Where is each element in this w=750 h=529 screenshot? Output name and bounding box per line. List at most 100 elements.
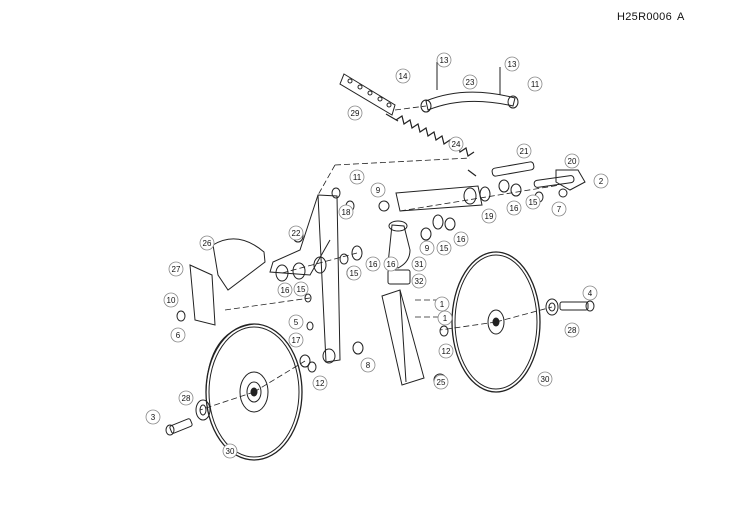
spring-arm: [420, 62, 519, 113]
scraper: [189, 238, 266, 326]
callout-label: 14: [399, 72, 408, 81]
callout-label: 32: [415, 277, 424, 286]
callout-label: 20: [568, 157, 577, 166]
callout-label: 11: [353, 173, 362, 182]
callout-label: 29: [351, 109, 360, 118]
callout-16: 16: [277, 282, 293, 298]
callout-label: 8: [366, 361, 371, 370]
callout-9: 9: [419, 240, 435, 256]
callout-4: 4: [582, 285, 598, 301]
disc-right: [451, 251, 541, 393]
axle-bracket: [395, 161, 586, 212]
callout-5: 5: [288, 314, 304, 330]
callout-16: 16: [365, 256, 381, 272]
callout-30: 30: [537, 371, 553, 387]
callout-13: 13: [436, 52, 452, 68]
callout-label: 24: [452, 140, 461, 149]
callout-3: 3: [145, 409, 161, 425]
callout-label: 1: [443, 314, 448, 323]
callout-1: 1: [434, 296, 450, 312]
callout-1: 1: [437, 310, 453, 326]
callout-11: 11: [349, 169, 365, 185]
callout-12: 12: [312, 375, 328, 391]
callout-2: 2: [593, 173, 609, 189]
seed-tube: [381, 220, 425, 386]
callout-23: 23: [462, 74, 478, 90]
callout-label: 27: [172, 265, 181, 274]
callout-label: 7: [557, 205, 562, 214]
callout-26: 26: [199, 235, 215, 251]
callout-16: 16: [453, 231, 469, 247]
callout-label: 10: [167, 296, 176, 305]
callout-label: 15: [440, 244, 449, 253]
callout-label: 15: [529, 198, 538, 207]
callout-label: 23: [466, 78, 475, 87]
callout-32: 32: [411, 273, 427, 289]
callout-12: 12: [438, 343, 454, 359]
callout-label: 19: [485, 212, 494, 221]
callout-10: 10: [163, 292, 179, 308]
callout-label: 15: [297, 285, 306, 294]
callout-20: 20: [564, 153, 580, 169]
callout-28: 28: [178, 390, 194, 406]
callout-label: 16: [510, 204, 519, 213]
callout-label: 17: [292, 336, 301, 345]
callout-label: 9: [425, 244, 430, 253]
callout-22: 22: [288, 225, 304, 241]
callout-label: 16: [281, 286, 290, 295]
callout-label: 25: [437, 378, 446, 387]
callout-label: 13: [508, 60, 517, 69]
callout-15: 15: [436, 240, 452, 256]
adjuster-plate: [339, 73, 396, 116]
drawing-code: H25R0006: [617, 11, 672, 23]
callout-15: 15: [293, 281, 309, 297]
callout-label: 16: [369, 260, 378, 269]
callout-label: 12: [442, 347, 451, 356]
callout-14: 14: [395, 68, 411, 84]
callout-30: 30: [222, 443, 238, 459]
callout-label: 16: [387, 260, 396, 269]
callout-label: 16: [457, 235, 466, 244]
callout-label: 15: [350, 269, 359, 278]
callout-17: 17: [288, 332, 304, 348]
callout-label: 4: [588, 289, 593, 298]
callout-27: 27: [168, 261, 184, 277]
hub-left: [165, 399, 211, 436]
spring: [385, 113, 477, 177]
callout-31: 31: [411, 256, 427, 272]
callout-label: 18: [342, 208, 351, 217]
callout-9: 9: [370, 182, 386, 198]
callout-label: 12: [316, 379, 325, 388]
callout-label: 1: [440, 300, 445, 309]
callout-label: 31: [415, 260, 424, 269]
callout-15: 15: [346, 265, 362, 281]
callout-label: 28: [568, 326, 577, 335]
callout-16: 16: [506, 200, 522, 216]
drawing-revision: A: [677, 11, 685, 23]
callout-15: 15: [525, 194, 541, 210]
callout-25: 25: [433, 374, 449, 390]
callout-label: 6: [176, 331, 181, 340]
callout-label: 28: [182, 394, 191, 403]
callout-24: 24: [448, 136, 464, 152]
callout-28: 28: [564, 322, 580, 338]
callout-7: 7: [551, 201, 567, 217]
callout-label: 2: [599, 177, 604, 186]
callout-21: 21: [516, 143, 532, 159]
callout-8: 8: [360, 357, 376, 373]
callout-label: 3: [151, 413, 156, 422]
callout-label: 22: [292, 229, 301, 238]
callout-11: 11: [527, 76, 543, 92]
callout-6: 6: [170, 327, 186, 343]
callout-label: 9: [376, 186, 381, 195]
callout-label: 21: [520, 147, 529, 156]
callout-16: 16: [383, 256, 399, 272]
main-frame-arm: [269, 194, 341, 363]
hub-right: [545, 298, 595, 316]
callout-19: 19: [481, 208, 497, 224]
callout-label: 26: [203, 239, 212, 248]
callout-label: 30: [226, 447, 235, 456]
